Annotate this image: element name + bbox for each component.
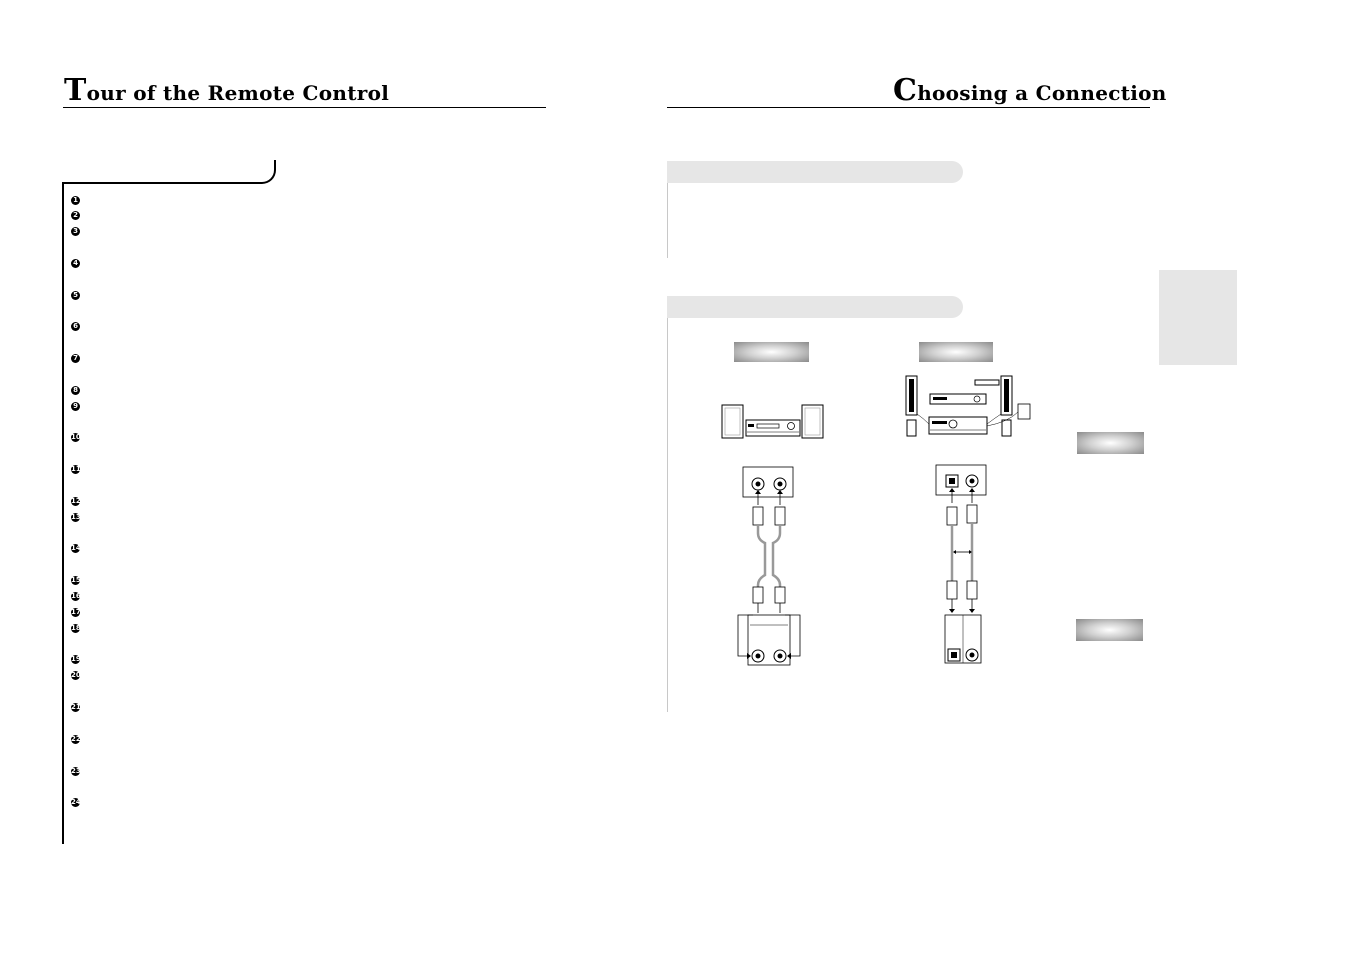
section-bar-1: [667, 161, 963, 183]
item-number-6: 6: [71, 322, 80, 331]
item-number-16: 16: [71, 592, 81, 601]
stereo-connection-diagram: [737, 466, 801, 666]
item-number-23: 23: [71, 767, 81, 776]
item-number-10: 10: [71, 433, 81, 442]
item-number-5: 5: [71, 291, 80, 300]
surround-label-box: [919, 342, 993, 362]
remote-section-tab: [63, 160, 276, 184]
item-number-21: 21: [71, 703, 81, 712]
right-page-title: Choosing a Connection: [893, 76, 1167, 106]
item-number-2: 2: [71, 211, 80, 220]
stereo-label-box: [734, 342, 809, 362]
item-number-9: 9: [71, 402, 80, 411]
item-number-17: 17: [71, 608, 81, 617]
note-label-box-2: [1076, 619, 1143, 641]
right-title-initial: C: [893, 73, 918, 108]
left-title-initial: T: [64, 73, 87, 108]
item-number-12: 12: [71, 497, 81, 506]
item-number-14: 14: [71, 544, 81, 553]
item-number-19: 19: [71, 655, 81, 664]
stereo-system-image: [721, 404, 824, 439]
item-number-22: 22: [71, 735, 81, 744]
left-title-rest: our of the Remote Control: [86, 81, 390, 105]
left-title-rule: [63, 107, 546, 108]
left-page-title: Tour of the Remote Control: [64, 76, 389, 106]
item-number-18: 18: [71, 624, 81, 633]
digital-connection-diagram: [935, 464, 987, 664]
item-number-7: 7: [71, 354, 80, 363]
item-number-15: 15: [71, 576, 81, 585]
chapter-side-tab: [1159, 270, 1237, 365]
right-title-rule: [667, 107, 1150, 108]
item-number-20: 20: [71, 671, 81, 680]
item-number-24: 24: [71, 798, 81, 807]
item-number-8: 8: [71, 386, 80, 395]
surround-system-image: [905, 375, 1031, 437]
left-margin-line: [62, 182, 64, 844]
item-number-1: 1: [71, 196, 80, 205]
section-2-margin-line: [667, 318, 668, 712]
section-1-margin-line: [667, 183, 668, 258]
item-number-13: 13: [71, 513, 81, 522]
item-number-11: 11: [71, 465, 81, 474]
item-number-3: 3: [71, 227, 80, 236]
note-label-box-1: [1077, 432, 1144, 454]
item-number-4: 4: [71, 259, 80, 268]
right-title-rest: hoosing a Connection: [917, 81, 1167, 105]
section-bar-2: [667, 296, 963, 318]
